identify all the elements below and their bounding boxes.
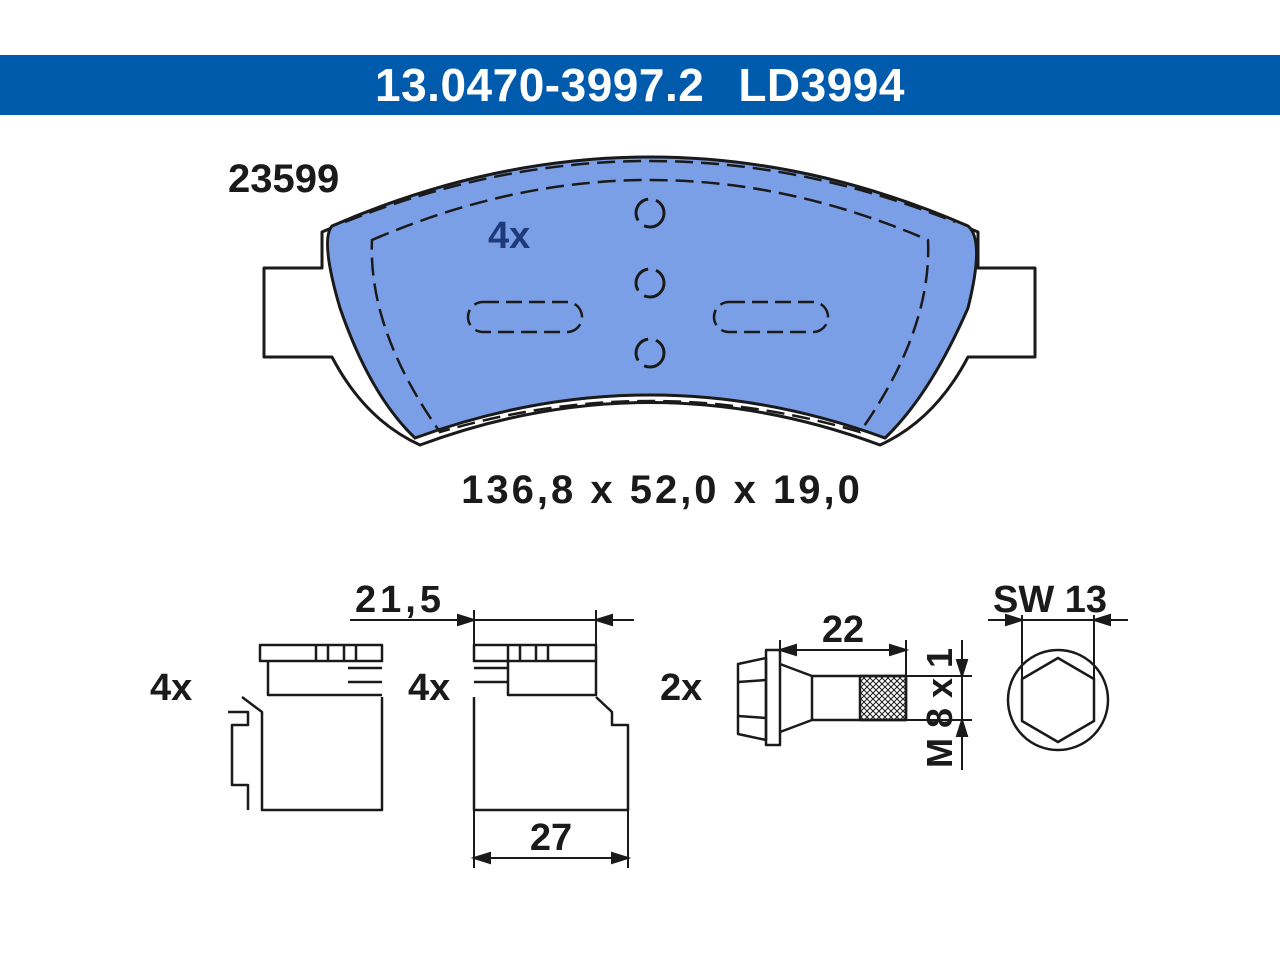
- indicator-circle-mid: [634, 267, 666, 299]
- bolt-length-label: 22: [822, 609, 864, 651]
- clip-b-dim-top-label: 21,5: [355, 579, 445, 621]
- pad-quantity: 4x: [488, 215, 530, 257]
- clip-b-dim-bottom-label: 27: [530, 817, 572, 859]
- bolt-dim-thread: [906, 640, 972, 770]
- wva-number: 23599: [228, 157, 339, 201]
- dashed-outline-outer: [344, 159, 956, 224]
- clip-b-quantity: 4x: [408, 667, 450, 709]
- bolt-drawing: [736, 648, 908, 747]
- indicator-circle-top: [634, 197, 666, 229]
- bolt-thread-label: M 8 x 1: [919, 648, 960, 768]
- brake-pad-drawing: 23599 4x 136,8 x 52,0 x 19,0: [228, 155, 1037, 512]
- indicator-circle-bottom: [634, 337, 666, 369]
- bolt-quantity: 2x: [660, 667, 702, 709]
- pad-dimensions: 136,8 x 52,0 x 19,0: [461, 468, 863, 512]
- dashed-outline-inner: [370, 178, 930, 434]
- slot-left: [466, 300, 584, 334]
- header-banner: 13.0470-3997.2 LD3994: [0, 55, 1280, 115]
- part-number: 13.0470-3997.2: [375, 59, 705, 111]
- ld-number: LD3994: [738, 59, 905, 111]
- wrench-size-label: SW 13: [993, 579, 1107, 621]
- clip-a-quantity: 4x: [150, 667, 192, 709]
- clip-b-dim-bottom: [470, 810, 632, 868]
- bolt-dim-length: [776, 640, 910, 676]
- clip-a-drawing: [228, 643, 384, 812]
- clip-b-dim-top: [350, 610, 634, 650]
- hex-dim-wrench: [988, 613, 1128, 680]
- clip-b-drawing: [472, 643, 630, 812]
- slot-right: [712, 300, 830, 334]
